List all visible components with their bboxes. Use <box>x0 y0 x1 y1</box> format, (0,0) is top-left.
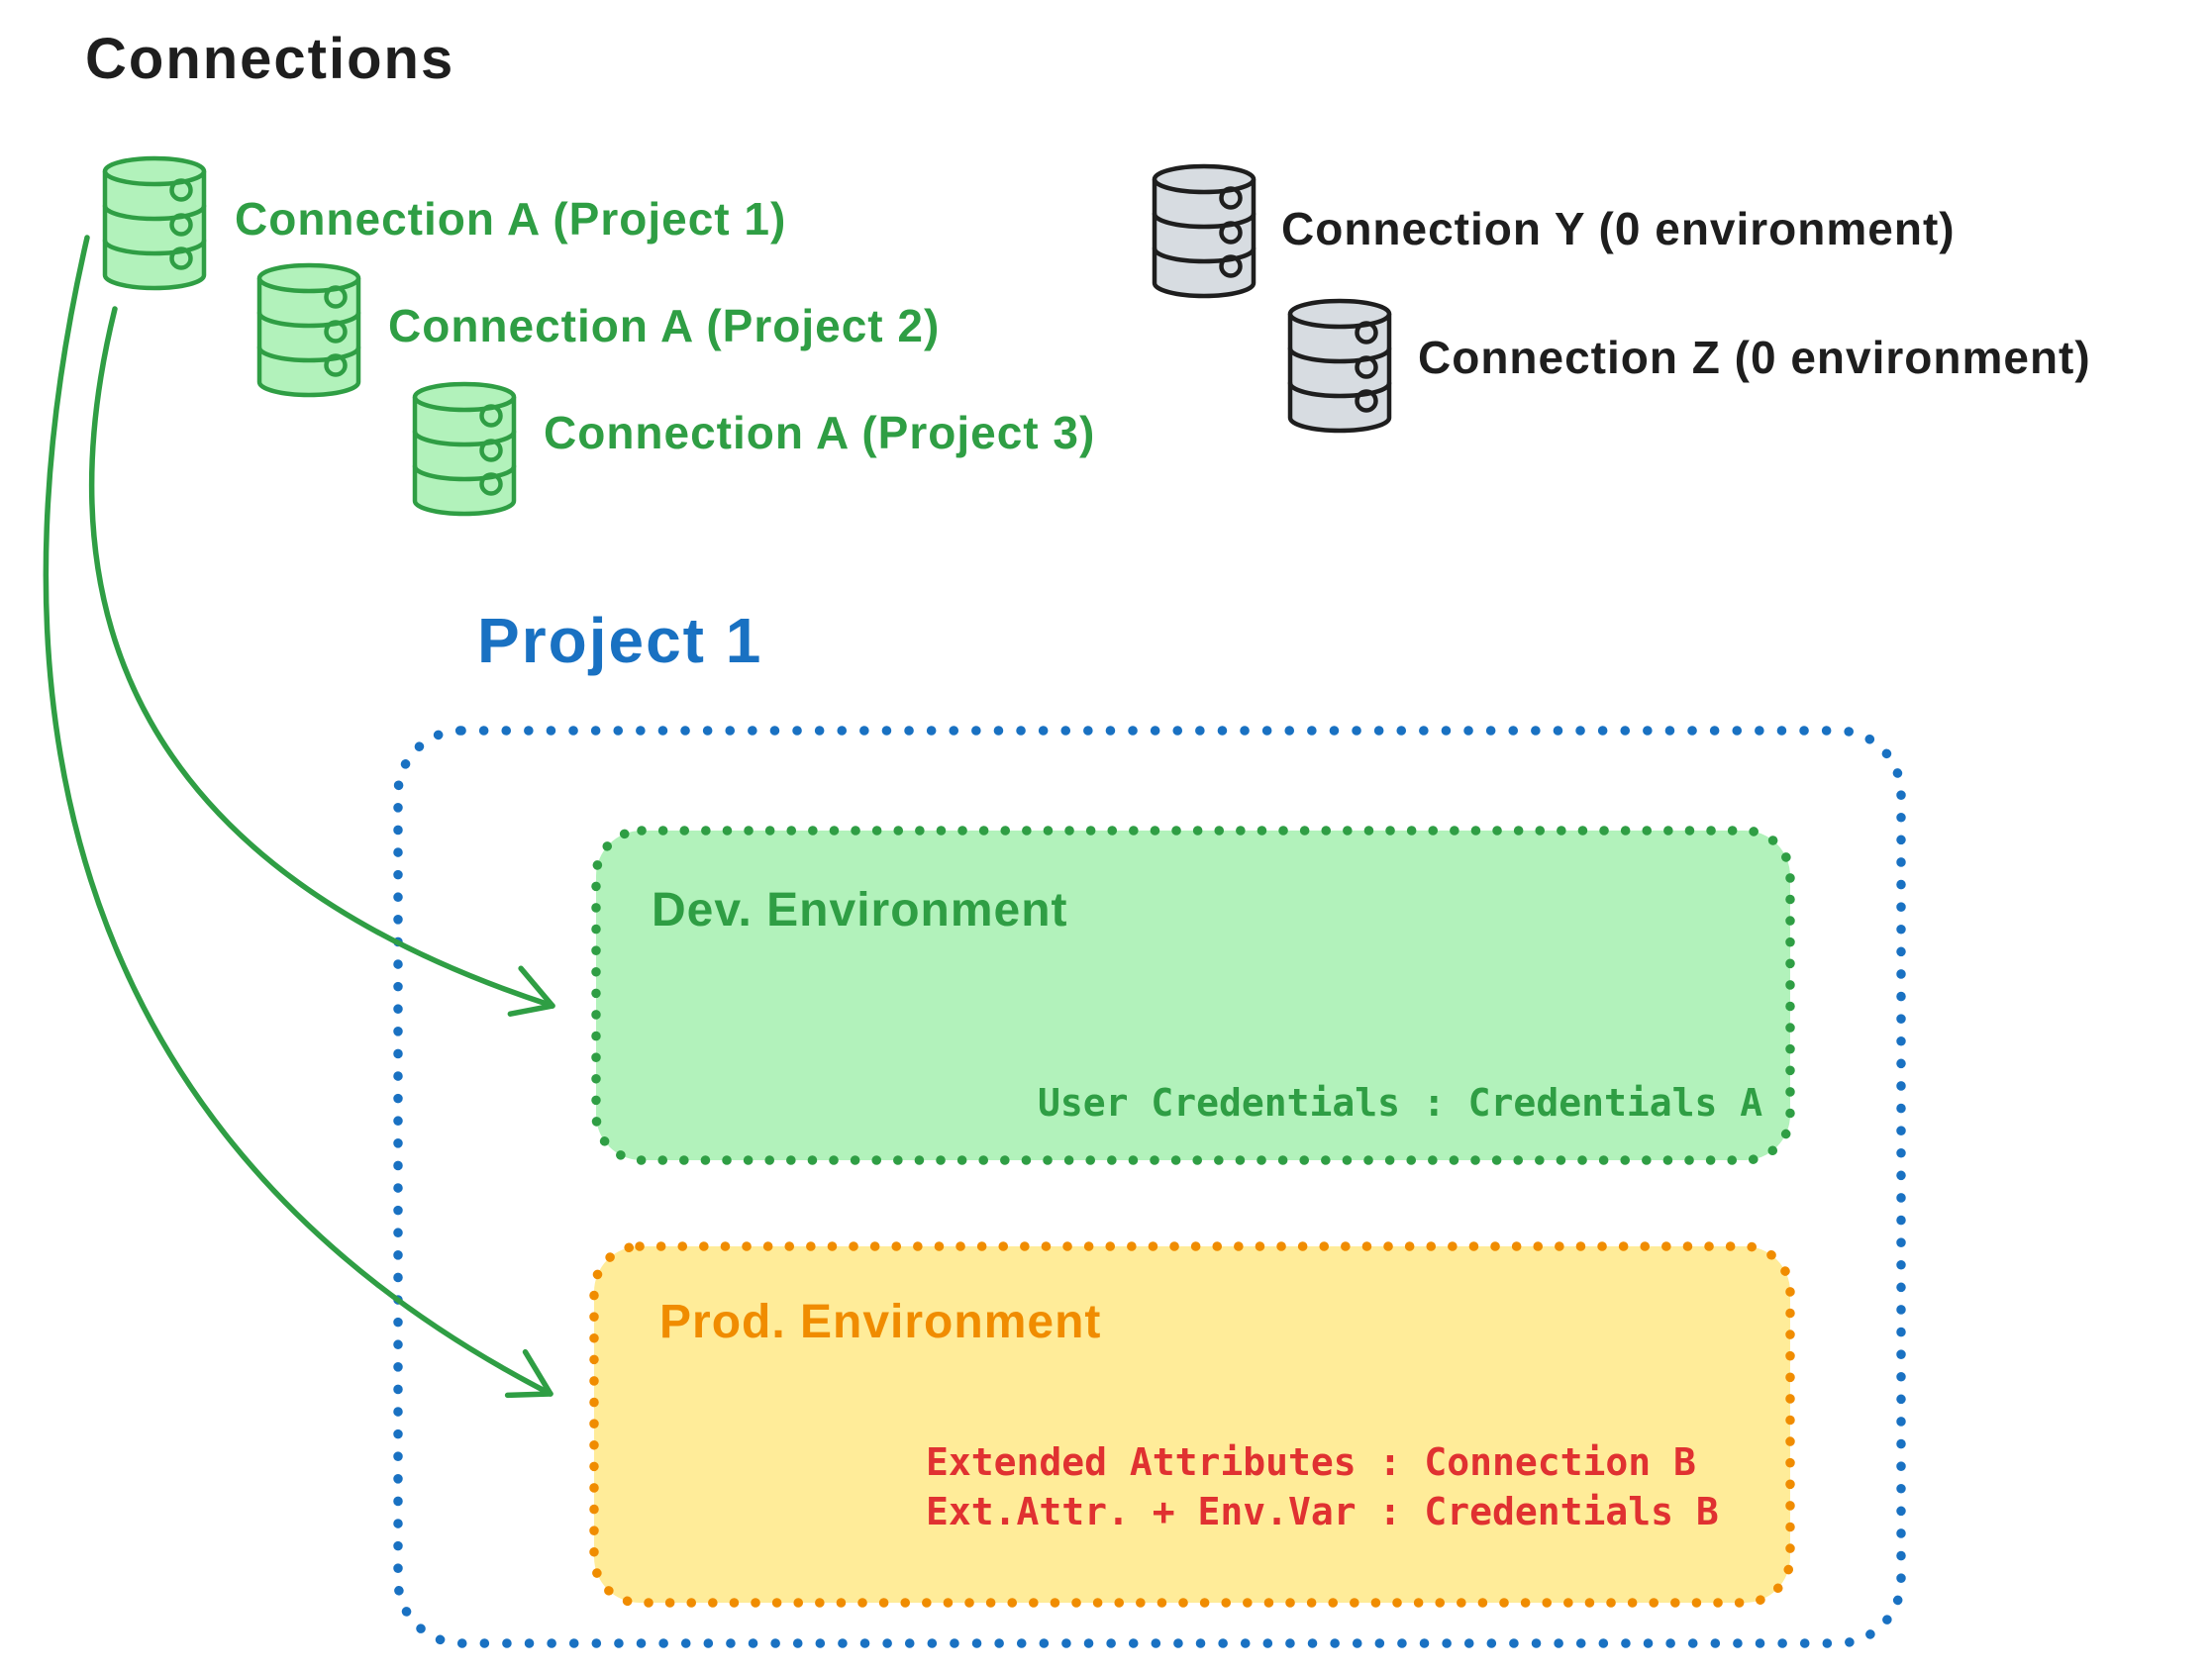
database-icon-connection-y <box>1155 166 1254 296</box>
dev-environment-box <box>591 826 1795 1165</box>
diagram-title: Connections <box>85 27 455 91</box>
prod-environment-title: Prod. Environment <box>659 1296 1102 1348</box>
arrow-connection-a-to-prod-environment <box>43 235 553 1399</box>
project-1-title: Project 1 <box>477 605 763 676</box>
label-connection-y: Connection Y (0 environment) <box>1281 203 1956 254</box>
prod-credentials-line-2: Ext.Attr. + Env.Var : Credentials B <box>926 1490 1719 1533</box>
database-icon-connection-a-project-1 <box>105 158 204 288</box>
database-icon-connection-a-project-3 <box>415 384 514 514</box>
prod-environment-box <box>589 1241 1795 1608</box>
label-connection-z: Connection Z (0 environment) <box>1418 332 2091 383</box>
database-icon-connection-z <box>1290 301 1389 431</box>
dev-environment-credentials: User Credentials : Credentials A <box>1038 1081 1763 1125</box>
label-connection-a-project-2: Connection A (Project 2) <box>388 300 941 351</box>
arrow-connection-a-to-dev-environment <box>88 306 555 1017</box>
dev-environment-title: Dev. Environment <box>652 884 1068 936</box>
project-1-box <box>393 726 1906 1648</box>
prod-environment-credentials: Extended Attributes : Connection B Ext.A… <box>926 1437 1719 1536</box>
prod-credentials-line-1: Extended Attributes : Connection B <box>926 1440 1696 1484</box>
label-connection-a-project-1: Connection A (Project 1) <box>235 193 787 245</box>
database-icon-connection-a-project-2 <box>259 265 358 395</box>
label-connection-a-project-3: Connection A (Project 3) <box>544 407 1096 458</box>
